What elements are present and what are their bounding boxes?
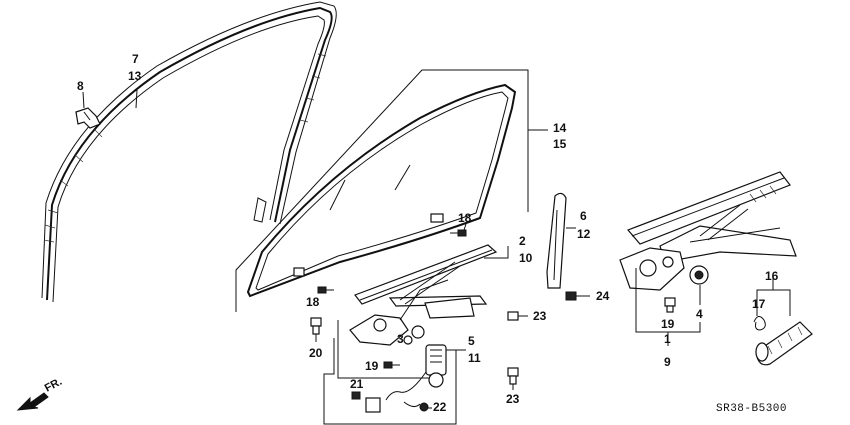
bolt-part-23b [507, 367, 519, 385]
callout-5: 5 [468, 334, 475, 348]
callout-19b: 19 [661, 317, 675, 331]
callout-2: 2 [519, 234, 526, 248]
callout-1: 1 [664, 332, 671, 346]
callout-12: 12 [577, 227, 591, 241]
glass-group-outline [235, 69, 529, 312]
clip-part-21 [351, 391, 361, 400]
callout-23a: 23 [533, 309, 547, 323]
leader-8 [82, 91, 85, 109]
leader-18a [463, 223, 467, 231]
screw-part-19b [664, 297, 676, 313]
callout-11: 11 [468, 351, 481, 365]
callout-21: 21 [350, 377, 364, 391]
callout-18b: 18 [306, 295, 320, 309]
diagram-code: SR38-B5300 [716, 403, 787, 415]
regulator-bracket-line [484, 246, 509, 259]
callout-6: 6 [580, 209, 587, 223]
callout-17: 17 [752, 297, 766, 311]
bolt-part-20 [310, 317, 322, 335]
callout-14: 14 [553, 121, 567, 135]
callout-9: 9 [664, 355, 671, 369]
direction-label: FR. [43, 376, 64, 395]
bracket-part-8 [75, 107, 101, 129]
callout-24: 24 [596, 289, 610, 303]
callout-23b: 23 [506, 392, 520, 406]
center-sash-part [546, 192, 567, 289]
bolt-part-23a [507, 311, 528, 321]
callout-15: 15 [553, 137, 567, 151]
callout-8: 8 [77, 79, 84, 93]
callout-13: 13 [128, 69, 142, 83]
window-motor-part [365, 344, 447, 413]
bolt-part-24 [565, 291, 590, 301]
callout-7: 7 [132, 52, 139, 66]
leader-7 [135, 89, 138, 109]
regulator-assembly-part [619, 171, 797, 291]
door-glass-part [246, 83, 517, 298]
roller-part-4 [689, 265, 709, 285]
window-handle-part-16 [755, 321, 813, 366]
spring-clip-part-17 [753, 316, 766, 331]
screw-part-19a [383, 361, 400, 369]
front-direction-arrow-icon [16, 392, 49, 411]
bolt-part-18b [317, 286, 334, 294]
callout-3: 3 [397, 332, 404, 346]
callout-20: 20 [309, 346, 323, 360]
bolt-part-18a [450, 229, 467, 237]
window-regulator-part [349, 244, 498, 346]
callout-4: 4 [696, 307, 703, 321]
callout-10: 10 [519, 251, 533, 265]
callout-22: 22 [433, 400, 447, 414]
callout-16: 16 [765, 269, 779, 283]
run-channel-part [41, 1, 337, 303]
callout-19a: 19 [365, 359, 379, 373]
washer-part-3 [403, 335, 413, 345]
callout-18a: 18 [458, 211, 472, 225]
